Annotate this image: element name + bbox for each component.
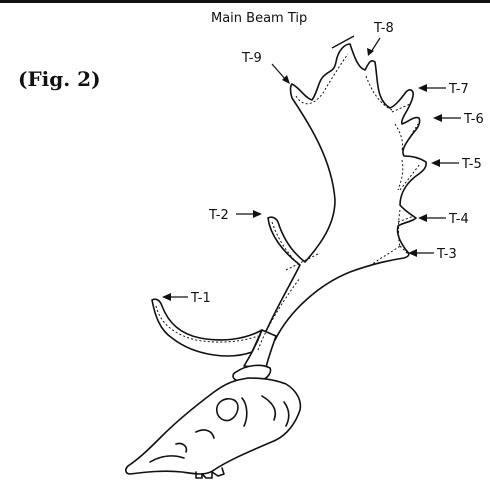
antler-base-stem [243, 329, 277, 369]
t2-measure-line [271, 221, 301, 267]
tine-label-t2: T-2 [208, 208, 229, 223]
arrow-t1-head [162, 293, 171, 301]
skull-outline [125, 377, 302, 475]
tine-label-t3: T-3 [436, 247, 457, 262]
skull-suture-lines [175, 395, 290, 453]
tine-label-t6: T-6 [463, 112, 484, 127]
arrow-t3-head [408, 249, 417, 257]
arrow-t8 [370, 37, 381, 53]
arrow-t2-head [253, 210, 262, 218]
antler-main-beam [262, 43, 427, 341]
brow-tine [151, 298, 263, 357]
tine-label-t7: T-7 [448, 82, 469, 97]
skull-teeth [195, 467, 225, 479]
arrow-t8-head [367, 48, 374, 56]
t2-base-line [285, 253, 319, 271]
tine-label-t5: T-5 [461, 157, 482, 172]
main-beam-tip-label: Main Beam Tip [211, 11, 307, 26]
figure-label: (Fig. 2) [18, 67, 101, 91]
tine-label-t9: T-9 [241, 51, 262, 66]
arrow-t9-head [282, 75, 290, 84]
main-beam-tip-tick [331, 35, 355, 49]
tine-label-t4: T-4 [448, 212, 469, 227]
tine-label-t1: T-1 [190, 291, 211, 306]
skull-eye-socket [216, 397, 239, 422]
arrow-t7-head [418, 84, 427, 92]
main-beam-measure-line [257, 277, 301, 351]
arrow-t9 [271, 63, 287, 81]
palm-measure-line [295, 53, 404, 267]
arrow-t5-head [431, 159, 440, 167]
skull-jaw-line [149, 455, 185, 463]
tine-label-t8: T-8 [373, 21, 394, 36]
tine-base-lines [391, 103, 421, 255]
arrow-t6-head [433, 114, 442, 122]
arrow-t4-head [418, 214, 427, 222]
brow-tine-measure-line [155, 305, 259, 343]
